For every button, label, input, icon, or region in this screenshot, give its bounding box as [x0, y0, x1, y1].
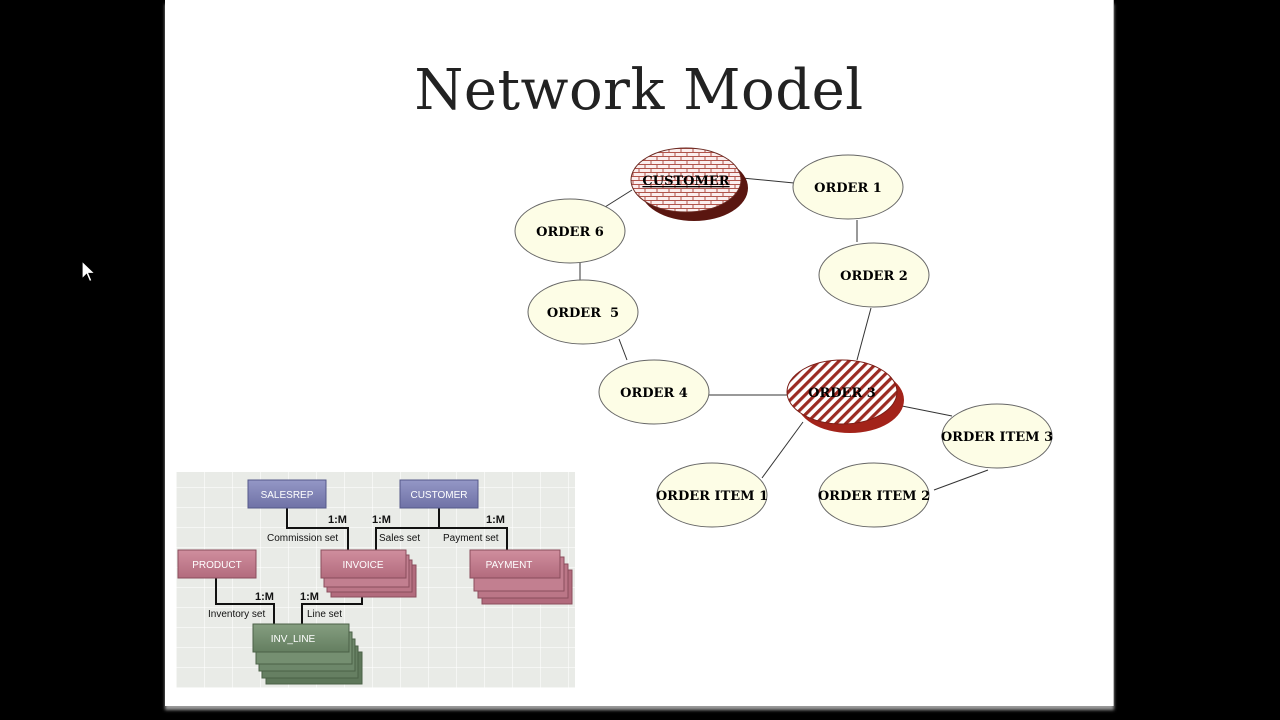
node-order2-shape: [818, 242, 930, 308]
node-order5: ORDER 5: [527, 279, 639, 345]
slide-title: Network Model: [414, 58, 864, 123]
sales-set-ratio: 1:M: [372, 514, 391, 526]
box-customer-shape: [399, 479, 479, 509]
box-payment: PAYMENT: [469, 549, 573, 605]
edge-customer-order1: [741, 177, 795, 184]
connector-customer-payment: [439, 527, 508, 550]
network-edges: [579, 177, 989, 491]
inventory-set-label: Inventory set: [208, 609, 265, 620]
node-order1: ORDER 1: [792, 154, 904, 220]
connector-product-invline: [215, 578, 275, 624]
node-orderitem2-label: ORDER ITEM 2: [818, 489, 930, 504]
box-invoice: INVOICE: [320, 549, 417, 598]
node-order4-shape: [598, 359, 710, 425]
node-customer-shape: [630, 147, 742, 213]
node-order4-label: ORDER 4: [620, 386, 688, 401]
node-customer-label: CUSTOMER: [642, 174, 729, 189]
node-order4: ORDER 4: [598, 359, 710, 425]
payment-set-ratio: 1:M: [486, 514, 505, 526]
line-set-label: Line set: [307, 609, 342, 620]
node-order6-shape: [514, 198, 626, 264]
node-order2: ORDER 2: [818, 242, 930, 308]
commission-set-ratio: 1:M: [328, 514, 347, 526]
node-orderitem3-shape: [941, 403, 1053, 469]
box-customer-label: CUSTOMER: [410, 490, 467, 501]
connector-customer-invoice: [375, 508, 440, 550]
box-product-shape: [177, 549, 257, 579]
node-order1-label: ORDER 1: [814, 181, 882, 196]
connector-salesrep-invoice: [286, 508, 349, 550]
node-order5-shape: [527, 279, 639, 345]
edge-order3-orderitem1: [761, 421, 804, 479]
sales-set-label: Sales set: [379, 533, 420, 544]
node-order5-label: ORDER 5: [547, 306, 619, 321]
line-set-ratio: 1:M: [300, 591, 319, 603]
box-invoice-shape: [320, 549, 407, 579]
box-payment-label: PAYMENT: [486, 560, 533, 571]
box-invoice-label: INVOICE: [342, 560, 383, 571]
node-customer: CUSTOMER: [630, 147, 748, 221]
box-invline-label: INV_LINE: [271, 634, 316, 645]
node-orderitem1-shape: [656, 462, 768, 528]
node-order3-label: ORDER 3: [808, 386, 876, 401]
edge-order6-customer: [604, 189, 633, 208]
node-orderitem3: ORDER ITEM 3: [941, 403, 1053, 469]
node-orderitem2: ORDER ITEM 2: [818, 462, 930, 528]
schema-diagram: SALESREP CUSTOMER PRODUCT INVOICE PAYMEN…: [177, 479, 573, 685]
box-invline: INV_LINE: [252, 623, 363, 685]
node-order3: ORDER 3: [786, 359, 904, 433]
node-orderitem3-label: ORDER ITEM 3: [941, 430, 1053, 445]
node-order1-shape: [792, 154, 904, 220]
node-order6-label: ORDER 6: [536, 225, 604, 240]
payment-set-label: Payment set: [443, 533, 499, 544]
edge-order2-order3: [856, 307, 872, 361]
box-salesrep-label: SALESREP: [261, 490, 314, 501]
box-payment-shape: [469, 549, 561, 579]
edge-order3-orderitem3: [901, 405, 953, 417]
box-product-label: PRODUCT: [192, 560, 241, 571]
box-customer: CUSTOMER: [399, 479, 479, 509]
box-invline-shape: [252, 623, 350, 653]
node-order2-label: ORDER 2: [840, 269, 908, 284]
inventory-set-ratio: 1:M: [255, 591, 274, 603]
edge-order4-order5: [618, 338, 628, 361]
commission-set-label: Commission set: [267, 533, 338, 544]
mouse-cursor-icon: [81, 260, 97, 283]
node-order6: ORDER 6: [514, 198, 626, 264]
box-salesrep-shape: [247, 479, 327, 509]
box-salesrep: SALESREP: [247, 479, 327, 509]
node-orderitem1: ORDER ITEM 1: [656, 462, 768, 528]
node-orderitem2-shape: [818, 462, 930, 528]
node-order3-shape: [786, 359, 898, 425]
box-product: PRODUCT: [177, 549, 257, 579]
node-orderitem1-label: ORDER ITEM 1: [656, 489, 768, 504]
edge-orderitem3-orderitem2: [933, 469, 989, 491]
schema-figure: SALESREP CUSTOMER PRODUCT INVOICE PAYMEN…: [176, 472, 575, 688]
